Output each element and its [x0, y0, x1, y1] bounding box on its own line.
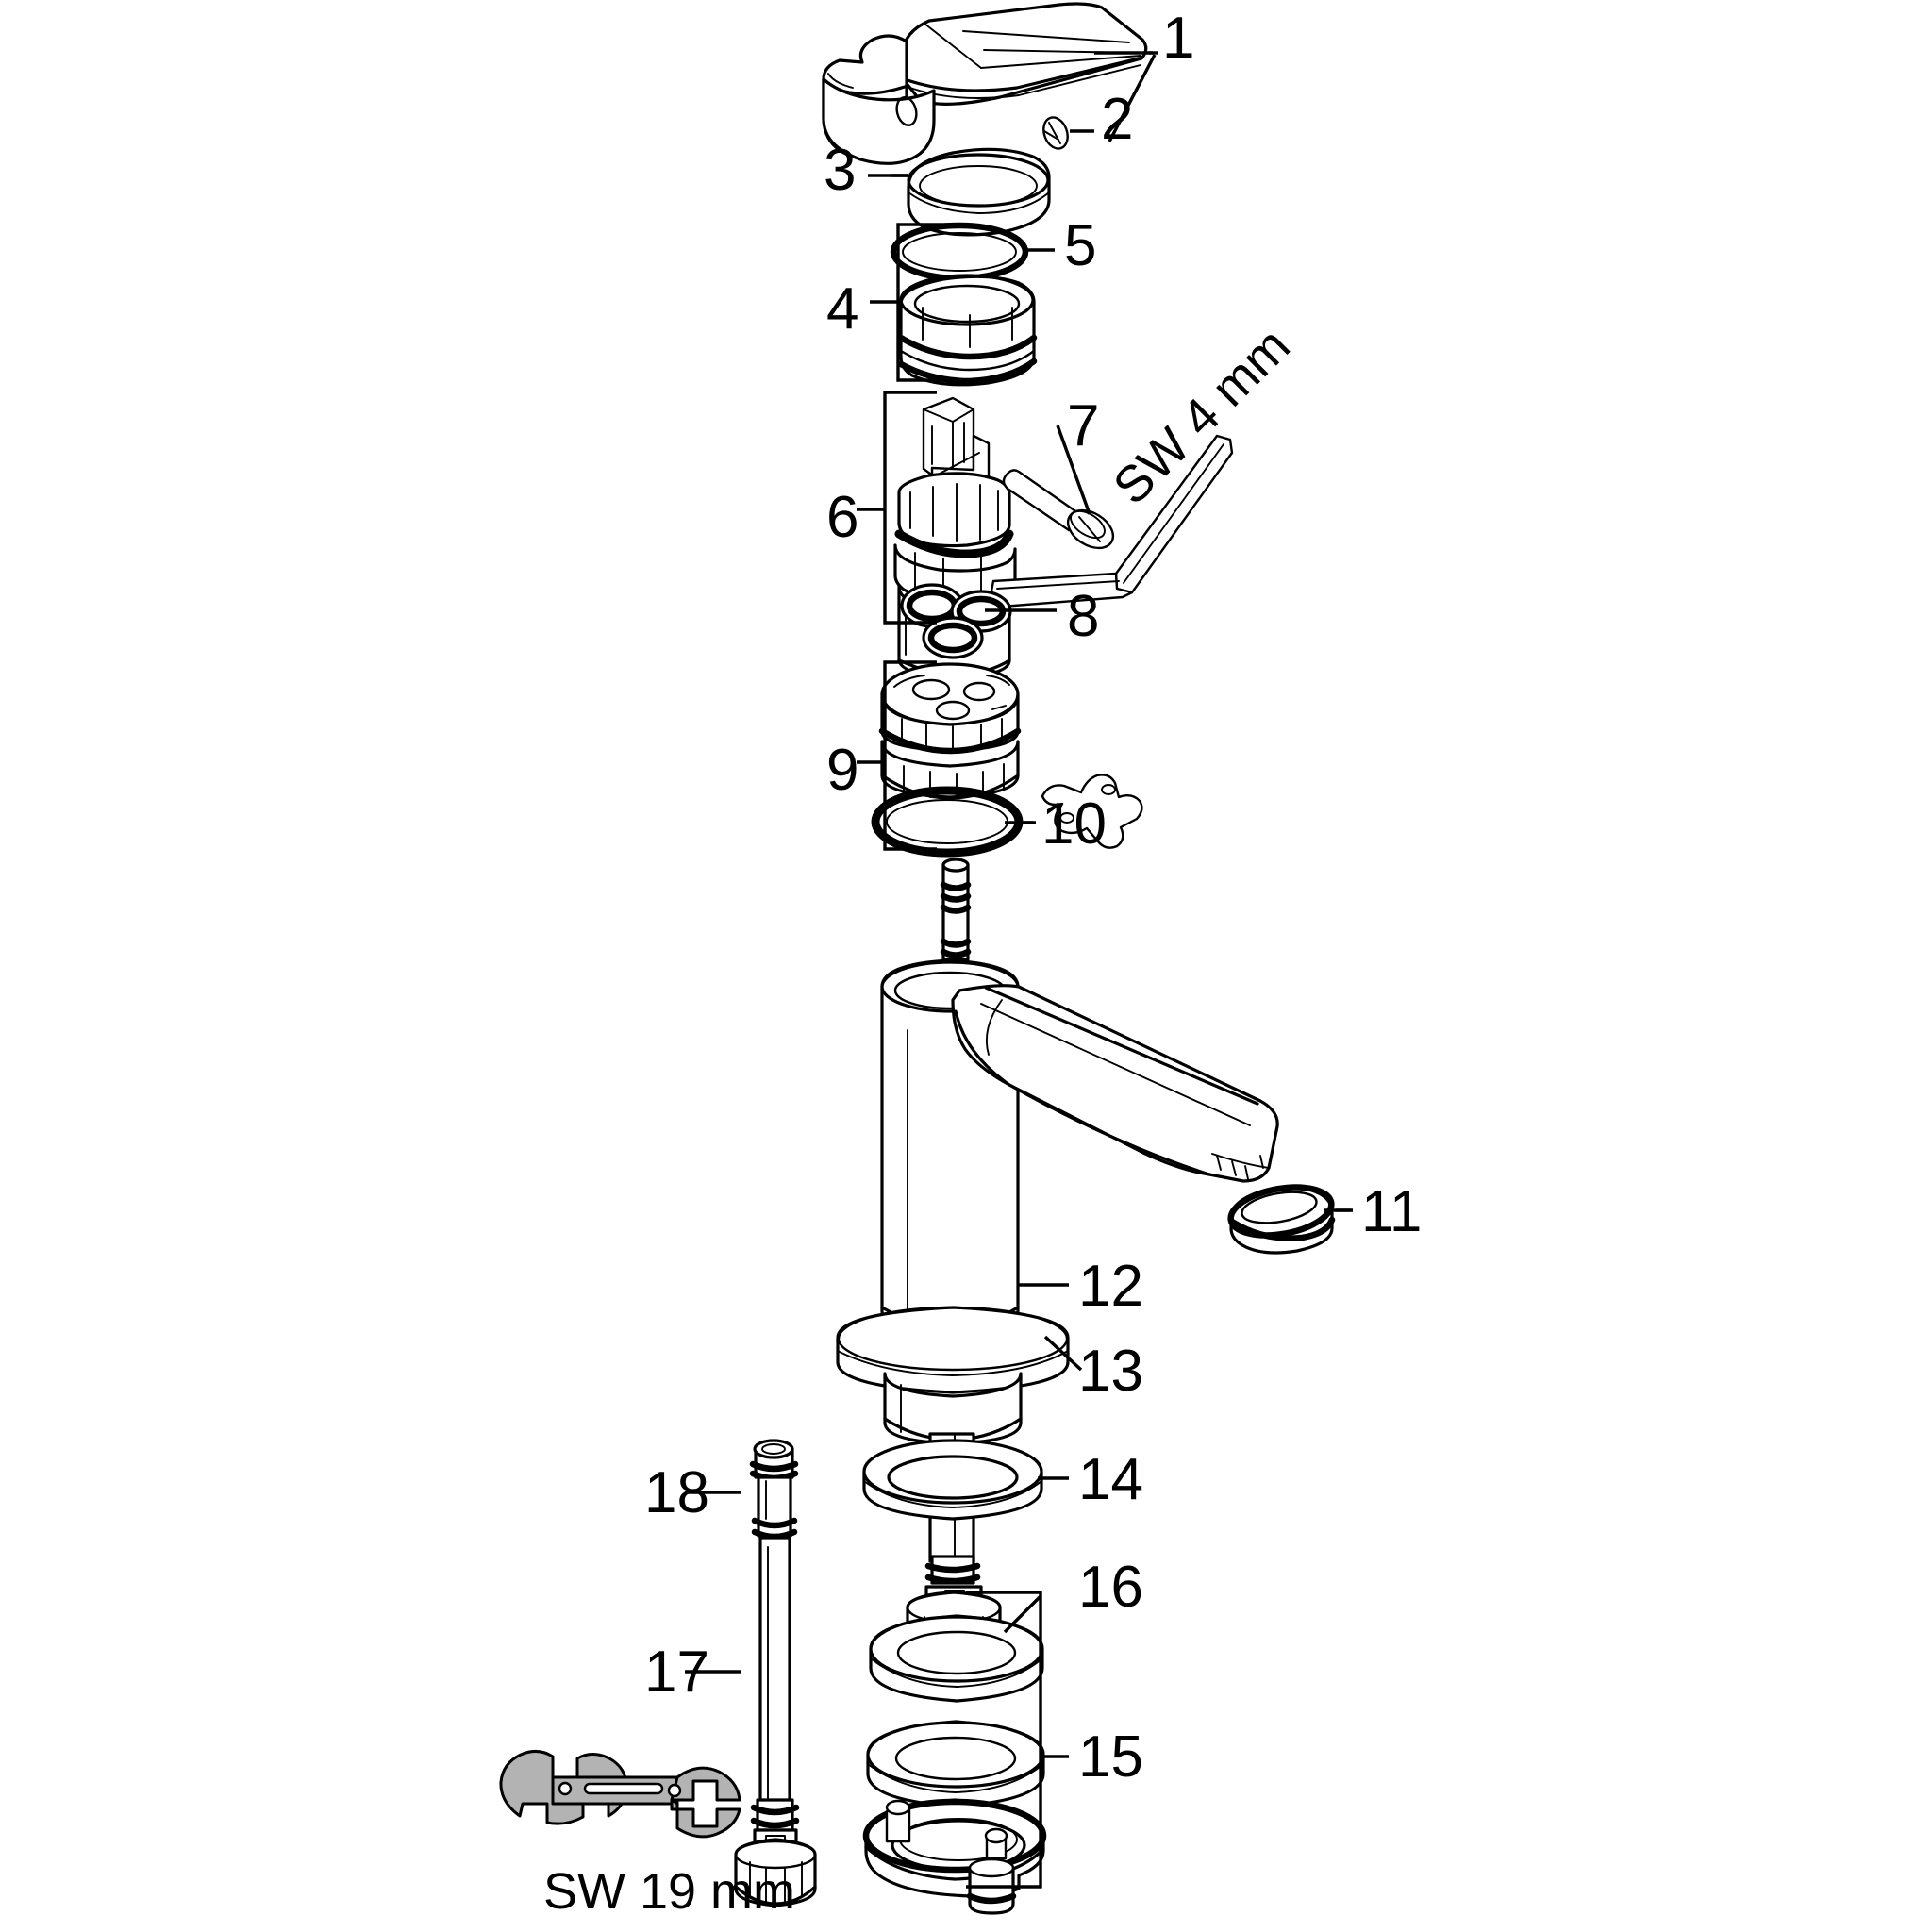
part-flow-regulator: [878, 662, 1022, 800]
leader-lines: [685, 51, 1353, 1889]
part-lever-handle: [822, 2, 1148, 165]
callout-11: 11: [1361, 1179, 1423, 1244]
part-grub-screw: [1042, 116, 1069, 150]
part-set-screw: [1002, 469, 1115, 550]
callout-6: 6: [826, 485, 859, 550]
callout-16: 16: [1078, 1555, 1143, 1620]
part-triple-seal: [900, 583, 1012, 659]
part-handle-collar-ring: [907, 147, 1051, 237]
callout-13: 13: [1078, 1339, 1143, 1404]
callout-7: 7: [1067, 393, 1100, 458]
callout-14: 14: [1078, 1447, 1143, 1512]
part-cap-nut: [897, 274, 1038, 387]
part-flexible-hose: [734, 1439, 817, 1907]
callout-17: 17: [644, 1640, 709, 1705]
part-rubber-washer: [862, 1439, 1043, 1521]
part-mounting-bracket: [862, 1798, 1047, 1915]
part-o-ring-10: [871, 786, 1024, 858]
part-cartridge: [893, 396, 1017, 679]
callout-10: 10: [1041, 791, 1107, 857]
callout-8: 8: [1067, 584, 1100, 649]
tool-open-end-wrench: [499, 1750, 741, 1839]
callout-12: 12: [1078, 1254, 1143, 1319]
part-o-ring-5: [890, 222, 1029, 282]
callout-18: 18: [644, 1460, 709, 1525]
callout-4: 4: [826, 276, 859, 341]
part-retaining-clip: [1041, 774, 1143, 849]
wrench-size-label: SW 19 mm: [543, 1863, 796, 1920]
part-fibre-washer: [869, 1614, 1044, 1703]
part-faucet-body: [880, 858, 1279, 1334]
callout-15: 15: [1078, 1724, 1143, 1790]
callout-9: 9: [826, 738, 859, 803]
part-base-escutcheon: [836, 1306, 1070, 1445]
callout-1: 1: [1162, 6, 1195, 71]
part-allen-key: [989, 434, 1234, 608]
part-metal-washer: [866, 1720, 1045, 1808]
part-aerator: [1227, 1184, 1336, 1255]
callout-5: 5: [1064, 213, 1097, 278]
callout-2: 2: [1101, 87, 1134, 152]
callout-3: 3: [824, 138, 857, 203]
